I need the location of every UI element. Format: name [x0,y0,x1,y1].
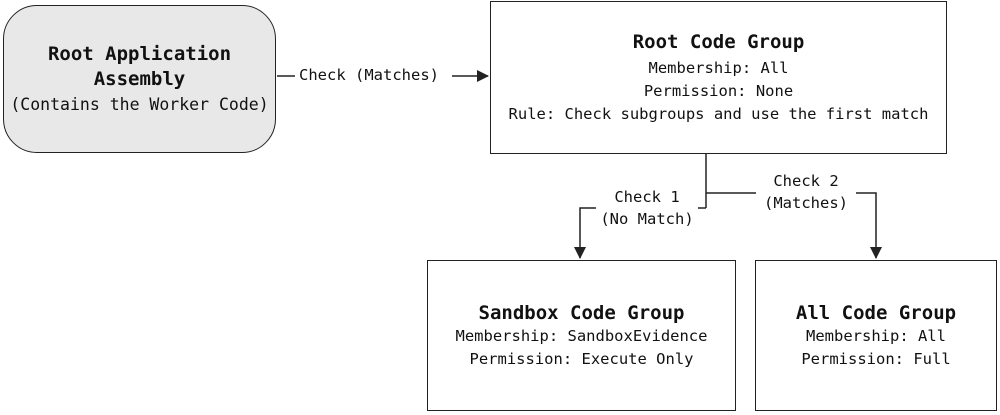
root-group-title: Root Code Group [632,30,805,53]
all-code-group-node: All Code Group Membership: All Permissio… [755,260,997,411]
root-group-membership: Membership: All [648,58,789,77]
root-group-rule: Rule: Check subgroups and use the first … [508,104,929,123]
all-group-membership: Membership: All [806,326,946,345]
root-group-permission: Permission: None [643,81,794,100]
check1-label-line1: Check 1 [614,188,680,206]
sandbox-code-group-node: Sandbox Code Group Membership: SandboxEv… [427,260,736,411]
root-assembly-subtitle: (Contains the Worker Code) [10,94,269,114]
sandbox-group-title: Sandbox Code Group [478,301,685,324]
all-group-title: All Code Group [795,301,957,324]
check2-edge-label: Check 2 (Matches) [756,170,856,214]
check2-label-line2: (Matches) [764,194,848,212]
check1-edge-label: Check 1 (No Match) [596,186,698,230]
root-assembly-title-line1: Root Application [47,42,232,65]
sandbox-group-permission: Permission: Execute Only [469,349,694,368]
check2-label-line1: Check 2 [773,172,839,190]
main-edge-label: Check (Matches) [299,66,439,84]
sandbox-group-membership: Membership: SandboxEvidence [455,326,708,345]
check1-label-line2: (No Match) [600,210,694,228]
root-code-group-node: Root Code Group Membership: All Permissi… [490,1,947,154]
root-application-assembly-node: Root Application Assembly (Contains the … [3,5,276,153]
root-assembly-title-line2: Assembly [93,67,186,90]
all-group-permission: Permission: Full [801,349,951,368]
